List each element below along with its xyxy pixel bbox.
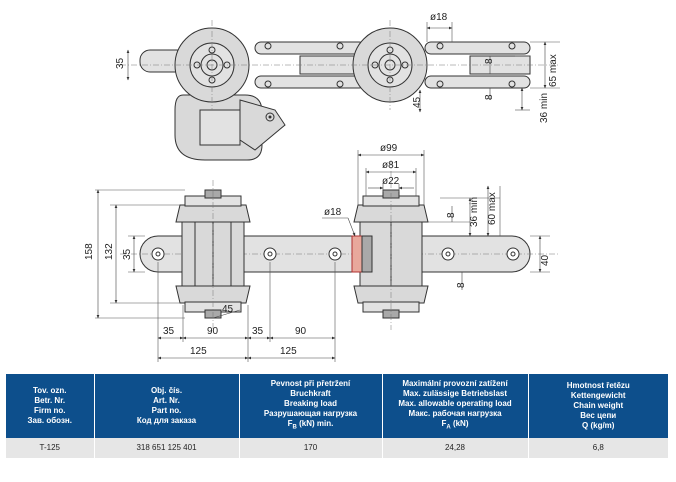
- cell-part-no: 318 651 125 401: [93, 437, 239, 458]
- spec-header-row: Tov. ozn. Betr. Nr. Firm no. Зав. обозн.…: [6, 374, 668, 438]
- cell-chain-weight: 6,8: [527, 437, 668, 458]
- dim-60max: 60 max: [487, 192, 498, 225]
- dim-35-b1: 35: [163, 326, 175, 337]
- dim-158: 158: [84, 243, 95, 260]
- dia-18-front: ø18: [324, 207, 342, 218]
- dim-35-front: 35: [122, 248, 133, 260]
- header-operating-load: Maximální provozní zatížení Max. zulässi…: [381, 374, 528, 438]
- top-view: 35 ø18 45 8 8 65 max 36 min: [115, 12, 560, 161]
- dim-40: 40: [540, 254, 551, 266]
- spec-table: Tov. ozn. Betr. Nr. Firm no. Зав. обозн.…: [6, 374, 668, 458]
- dim-45-top: 45: [412, 96, 423, 108]
- dim-65max: 65 max: [548, 54, 559, 87]
- dim-8-top-front: 8: [446, 212, 457, 218]
- dim-125-a: 125: [190, 346, 207, 357]
- dim-8-a: 8: [484, 58, 495, 64]
- dim-35-top: 35: [115, 57, 126, 69]
- dia-81: ø81: [382, 160, 400, 171]
- dim-35-b2: 35: [252, 326, 264, 337]
- dim-36min-front: 36 min: [469, 197, 480, 227]
- front-view: ø99 ø81 ø22 ø18 8 36 min 60 max 40 8: [84, 143, 560, 362]
- dim-8-b: 8: [484, 94, 495, 100]
- dim-132: 132: [104, 243, 115, 260]
- dia-22: ø22: [382, 176, 400, 187]
- table-row: T-125 318 651 125 401 170 24,28 6,8: [6, 437, 668, 458]
- dim-90-b2: 90: [295, 326, 307, 337]
- dia-99: ø99: [380, 143, 398, 154]
- cell-operating-load: 24,28: [381, 437, 528, 458]
- header-part-no: Obj. čís. Art. Nr. Part no. Код для зака…: [93, 374, 239, 438]
- technical-drawing: 35 ø18 45 8 8 65 max 36 min: [84, 12, 560, 362]
- header-firm-no: Tov. ozn. Betr. Nr. Firm no. Зав. обозн.: [6, 374, 94, 438]
- dim-8-bottom-front: 8: [456, 282, 467, 288]
- cell-breaking-load: 170: [238, 437, 382, 458]
- dim-18-top: ø18: [430, 12, 448, 23]
- header-breaking-load: Pevnost při přetržení Bruchkraft Breakin…: [238, 374, 382, 438]
- dim-125-b: 125: [280, 346, 297, 357]
- hanger-arm: [239, 99, 286, 151]
- dim-90-b1: 90: [207, 326, 219, 337]
- header-chain-weight: Hmotnost řetězu Kettengewicht Chain weig…: [527, 374, 668, 438]
- dim-45-front: 45: [222, 304, 234, 315]
- dim-36min-top: 36 min: [539, 93, 550, 123]
- cell-firm-no: T-125: [6, 437, 94, 458]
